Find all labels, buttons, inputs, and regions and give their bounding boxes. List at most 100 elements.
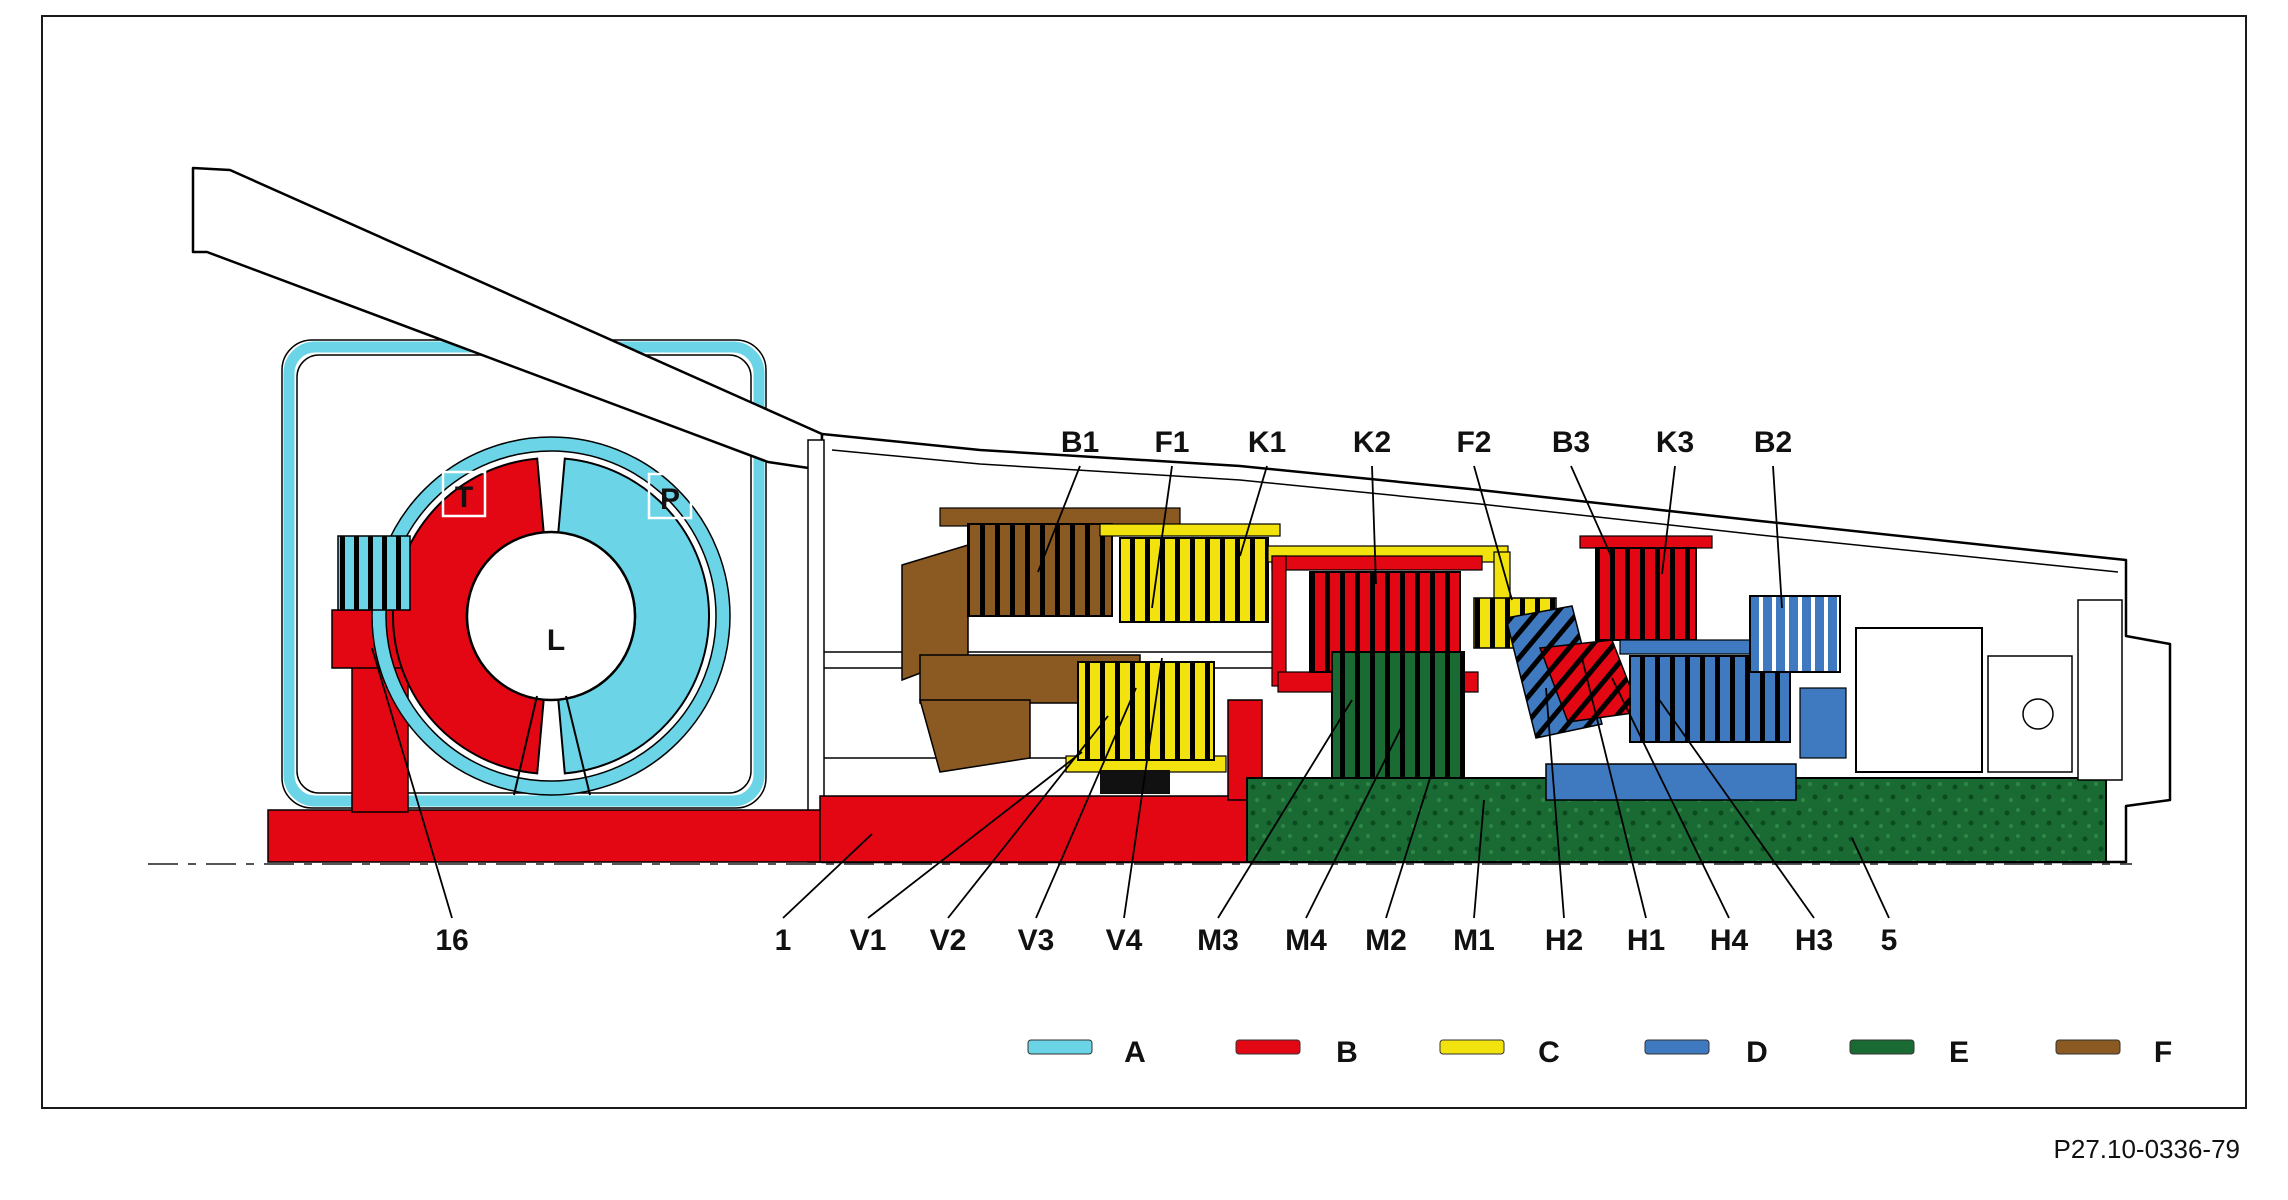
label-m4: M4 <box>1285 924 1327 957</box>
label-h3: H3 <box>1795 924 1833 957</box>
leader-v4 <box>1123 657 1163 919</box>
leader-b1 <box>1037 465 1081 573</box>
label-f2: F2 <box>1456 426 1491 459</box>
blue-side-piece <box>1799 687 1847 759</box>
converter-shell <box>372 437 730 795</box>
figure-reference: P27.10-0336-79 <box>2054 1134 2240 1164</box>
leader-f2 <box>1473 465 1513 601</box>
torque-converter: T P L <box>337 436 731 796</box>
legend-swatch-c <box>1439 1039 1505 1055</box>
label-k3: K3 <box>1656 426 1694 459</box>
pump-label-box <box>647 472 693 520</box>
label-5: 5 <box>1881 924 1898 957</box>
leader-k2 <box>1371 465 1377 585</box>
red-bottom-band-mid <box>819 795 1251 863</box>
green-planet-block <box>1331 651 1465 779</box>
red-drum-top-band <box>1271 555 1483 571</box>
legend: A B C D E F <box>1027 1036 2172 1069</box>
label-h4: H4 <box>1710 924 1749 957</box>
stator-section <box>465 530 637 702</box>
front-adapter-wedge <box>191 166 824 472</box>
leader-m2 <box>1385 771 1433 919</box>
leader-16 <box>371 647 453 919</box>
clutch-pack-v <box>1077 661 1215 761</box>
blue-bottom-band <box>1545 763 1797 801</box>
label-v1: V1 <box>850 924 887 957</box>
legend-swatch-b <box>1235 1039 1301 1055</box>
legend-label-e: E <box>1949 1036 1969 1069</box>
label-b1: B1 <box>1061 426 1099 459</box>
legend-swatch-e <box>1849 1039 1915 1055</box>
leader-m3 <box>1217 699 1353 919</box>
leader-h4 <box>1611 677 1730 919</box>
legend-label-b: B <box>1336 1036 1358 1069</box>
stator-support-right <box>565 695 591 796</box>
converter-shell-outline-outer <box>371 436 731 796</box>
label-m3: M3 <box>1197 924 1239 957</box>
gear-case-inner-wall <box>831 449 2119 573</box>
label-h2: H2 <box>1545 924 1583 957</box>
label-v4: V4 <box>1106 924 1143 957</box>
brown-clutch-assembly <box>901 507 1181 773</box>
seal-block <box>1100 770 1170 794</box>
label-m1: M1 <box>1453 924 1495 957</box>
leader-m4 <box>1305 725 1403 919</box>
legend-swatch-f <box>2055 1039 2121 1055</box>
stator-support-left <box>513 695 538 796</box>
leader-b3 <box>1570 465 1613 559</box>
legend-label-c: C <box>1538 1036 1560 1069</box>
yellow-drum-top-band <box>1099 523 1281 537</box>
legend-swatch-a <box>1027 1039 1093 1055</box>
yellow-clutch-assembly <box>1065 523 1557 794</box>
output-flange <box>2077 599 2123 781</box>
blue-clutch-assembly <box>1505 595 1847 801</box>
leader-1 <box>782 833 873 919</box>
clutch-pack-b3-k3 <box>1595 547 1697 641</box>
leader-h1 <box>1581 657 1647 919</box>
leader-k3 <box>1661 465 1676 575</box>
label-b3: B3 <box>1552 426 1590 459</box>
label-v3: V3 <box>1018 924 1055 957</box>
pump-label: P <box>660 483 680 516</box>
bottom-labels: 16 1 V1 V2 V3 V4 M3 M4 M2 M1 H2 H1 H4 H3… <box>435 924 1897 957</box>
label-m2: M2 <box>1365 924 1407 957</box>
leader-5 <box>1851 837 1890 919</box>
leader-b2 <box>1772 465 1783 609</box>
label-16: 16 <box>435 924 468 957</box>
leader-h3 <box>1657 697 1815 919</box>
clutch-pack-b2 <box>1749 595 1841 673</box>
yellow-elbow <box>1493 551 1511 605</box>
green-band <box>1246 777 2107 863</box>
leader-lines <box>371 465 1890 919</box>
brown-drum-tail <box>919 699 1031 773</box>
leader-m1 <box>1473 799 1485 919</box>
clutch-pack-f1-k1 <box>1119 537 1269 623</box>
label-b2: B2 <box>1754 426 1792 459</box>
label-h1: H1 <box>1627 924 1665 957</box>
green-gearset <box>1246 651 2107 863</box>
leader-v3 <box>1035 687 1137 919</box>
label-f1: F1 <box>1154 426 1189 459</box>
red-right-band <box>1579 535 1713 549</box>
legend-swatch-d <box>1644 1039 1710 1055</box>
output-bearing <box>2022 698 2054 730</box>
legend-label-f: F <box>2154 1036 2172 1069</box>
red-riser <box>1227 699 1263 801</box>
red-drum-left-wall <box>1271 555 1287 687</box>
legend-label-a: A <box>1124 1036 1146 1069</box>
top-labels: B1 F1 K1 K2 F2 B3 K3 B2 <box>1061 426 1792 459</box>
label-k1: K1 <box>1248 426 1286 459</box>
leader-h2 <box>1545 687 1565 919</box>
stator-label: L <box>547 624 565 657</box>
converter-shell-outline-inner <box>385 450 717 782</box>
red-structure <box>267 609 1263 863</box>
leader-v1 <box>867 751 1083 919</box>
leader-v2 <box>947 715 1109 919</box>
leader-k1 <box>1239 465 1268 557</box>
leader-f1 <box>1151 465 1173 609</box>
lockup-clutch-pack <box>337 535 411 611</box>
output-section <box>1855 599 2123 781</box>
label-k2: K2 <box>1353 426 1391 459</box>
label-1: 1 <box>775 924 792 957</box>
